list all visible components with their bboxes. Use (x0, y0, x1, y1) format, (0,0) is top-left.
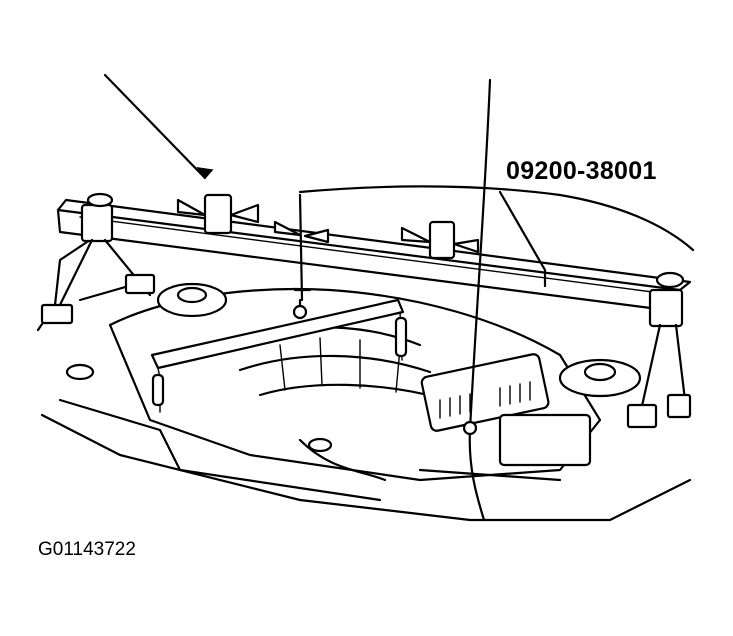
fixture-right-leg (638, 323, 687, 417)
antenna-clip (462, 420, 478, 436)
chain-left-link (151, 373, 165, 407)
fixture-right-mount (648, 288, 684, 328)
strut-cap-right (583, 362, 617, 382)
center-wing (273, 220, 330, 244)
fixture-beam-detail (79, 216, 661, 294)
fluid-cap (307, 437, 333, 453)
wing-nut-left (176, 198, 260, 224)
fixture-main-beam (56, 208, 684, 314)
part-number-label: 09200-38001 (506, 157, 657, 185)
reservoir-cap (65, 363, 95, 381)
fixture-left-foot (40, 303, 74, 325)
figure-id: G01143722 (38, 539, 136, 560)
strut-cap-left (176, 286, 208, 304)
center-post (293, 193, 312, 302)
manifold-runners (279, 337, 401, 393)
fixture-beam-top (56, 198, 692, 292)
battery (498, 413, 592, 467)
chain-right-link (394, 316, 408, 358)
fixture-right-foot (626, 403, 658, 429)
fixture-left-mount (80, 203, 114, 243)
antenna-rod (468, 78, 492, 522)
air-cleaner-ribs (439, 381, 531, 419)
center-hook-eye (292, 304, 308, 320)
pointer-line-right (498, 190, 547, 288)
hose (298, 438, 387, 482)
pointer-arrow-left (196, 167, 214, 180)
pointer-line-left (103, 73, 207, 180)
air-cleaner-box (420, 353, 550, 432)
fixture-left-foot-2 (124, 273, 156, 295)
fixture-right-foot-2 (666, 393, 692, 419)
radiator-support (58, 398, 562, 502)
fixture-left-knob (86, 192, 114, 208)
hook-assembly-left (203, 193, 233, 235)
hood-outline (298, 185, 695, 252)
front-edge (40, 413, 692, 522)
wing-nut-right (400, 226, 480, 254)
hook-assembly-right (428, 220, 456, 260)
fixture-right-knob (655, 271, 685, 289)
cross-bar (150, 298, 405, 370)
